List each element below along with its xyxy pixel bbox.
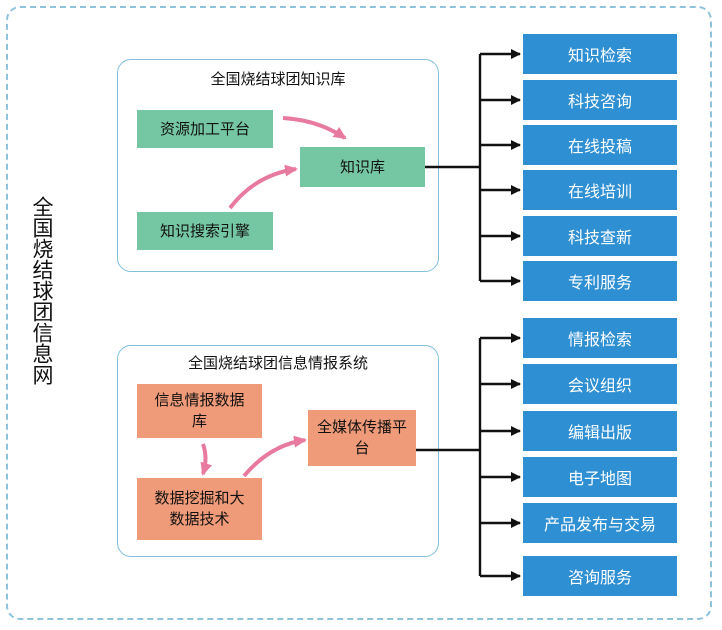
- resource-platform-box: 资源加工平台: [137, 110, 273, 148]
- service-patent: 专利服务: [523, 261, 677, 301]
- knowledge-tree-connectors: [425, 49, 521, 286]
- service-intel-retrieval: 情报检索: [523, 318, 677, 358]
- arrow-mining-to-media: [242, 435, 307, 478]
- info-db-box: 信息情报数据库: [137, 384, 262, 438]
- network-title: 全国烧结球团信息网: [30, 196, 54, 385]
- service-product-trading: 产品发布与交易: [523, 503, 677, 543]
- service-conference: 会议组织: [523, 364, 677, 404]
- service-consulting: 咨询服务: [523, 556, 677, 596]
- arrow-resource-to-kb: [282, 116, 347, 140]
- outer-frame: [6, 6, 712, 620]
- service-tech-consulting: 科技咨询: [523, 80, 677, 120]
- service-novelty-search: 科技查新: [523, 216, 677, 256]
- service-knowledge-retrieval: 知识检索: [523, 34, 677, 74]
- arrow-infodb-to-mining: [200, 443, 213, 476]
- knowledge-base-box: 知识库: [300, 147, 425, 187]
- arrow-search-to-kb: [228, 164, 298, 210]
- knowledge-panel-title: 全国烧结球团知识库: [210, 70, 346, 88]
- service-online-training: 在线培训: [523, 170, 677, 210]
- info-tree-connectors: [416, 333, 521, 581]
- data-mining-box: 数据挖掘和大数据技术: [137, 478, 262, 540]
- service-e-map: 电子地图: [523, 457, 677, 497]
- info-panel-title: 全国烧结球团信息情报系统: [187, 354, 368, 372]
- service-online-submission: 在线投稿: [523, 125, 677, 165]
- search-engine-box: 知识搜索引擎: [137, 212, 273, 250]
- media-platform-box: 全媒体传播平台: [308, 410, 416, 466]
- service-publishing: 编辑出版: [523, 411, 677, 451]
